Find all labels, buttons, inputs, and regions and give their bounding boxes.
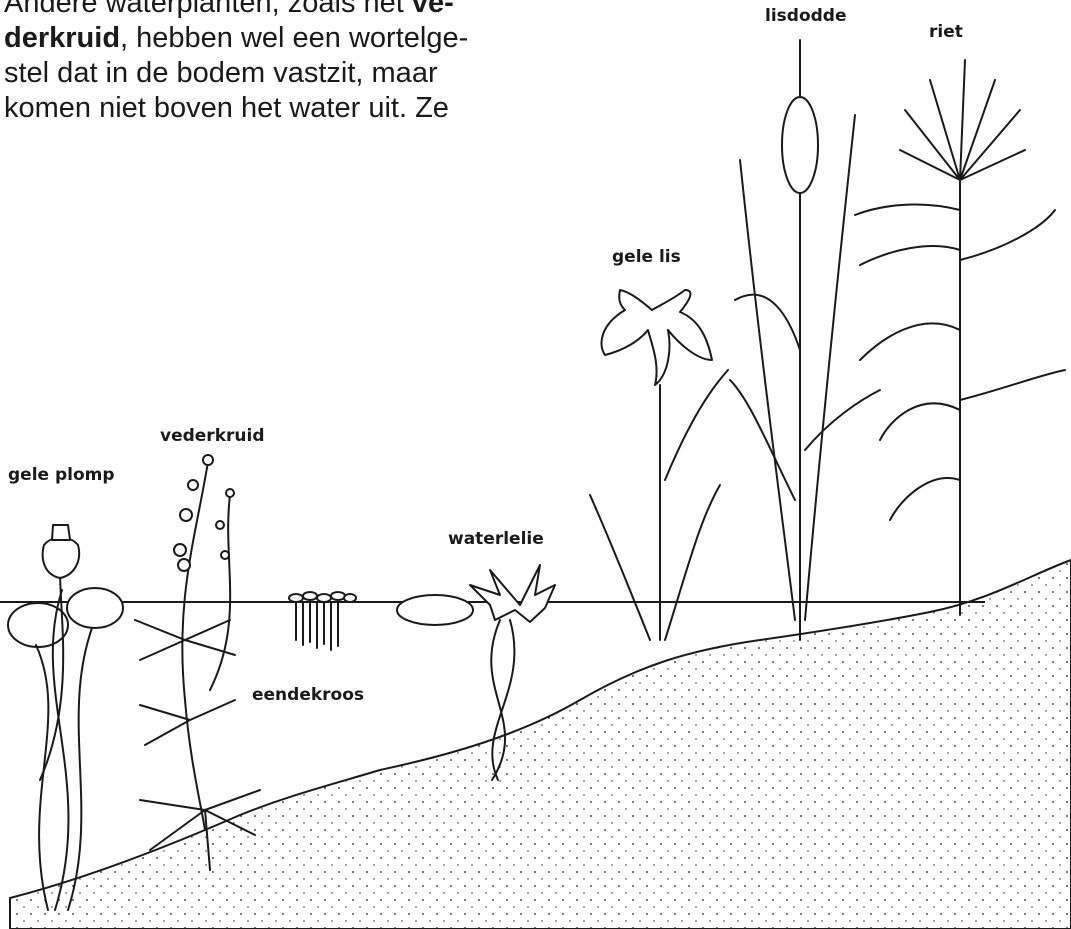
vederkruid-plant — [135, 455, 260, 870]
gele-plomp-plant — [8, 525, 123, 910]
label-gele-lis: gele lis — [612, 247, 681, 267]
gele-plomp-right-leaf — [67, 588, 123, 628]
gele-plomp-flower — [43, 538, 79, 579]
lisdodde-spike — [782, 97, 818, 193]
label-riet: riet — [929, 22, 963, 42]
gele-lis-flower — [602, 290, 712, 385]
gele-lis-plant — [590, 290, 728, 640]
label-eendekroos: eendekroos — [252, 685, 364, 705]
lisdodde-plant — [730, 40, 880, 640]
riet-plant — [855, 60, 1065, 615]
label-lisdodde: lisdodde — [765, 6, 847, 26]
gele-plomp-left-leaf — [8, 603, 68, 647]
waterlelie-flower — [470, 565, 555, 622]
eendekroos-plant — [289, 592, 356, 650]
pond-bottom — [10, 560, 1071, 929]
label-gele-plomp: gele plomp — [8, 465, 115, 485]
waterlelie-leaf — [397, 595, 473, 625]
label-waterlelie: waterlelie — [448, 529, 544, 549]
label-vederkruid: vederkruid — [160, 426, 264, 446]
